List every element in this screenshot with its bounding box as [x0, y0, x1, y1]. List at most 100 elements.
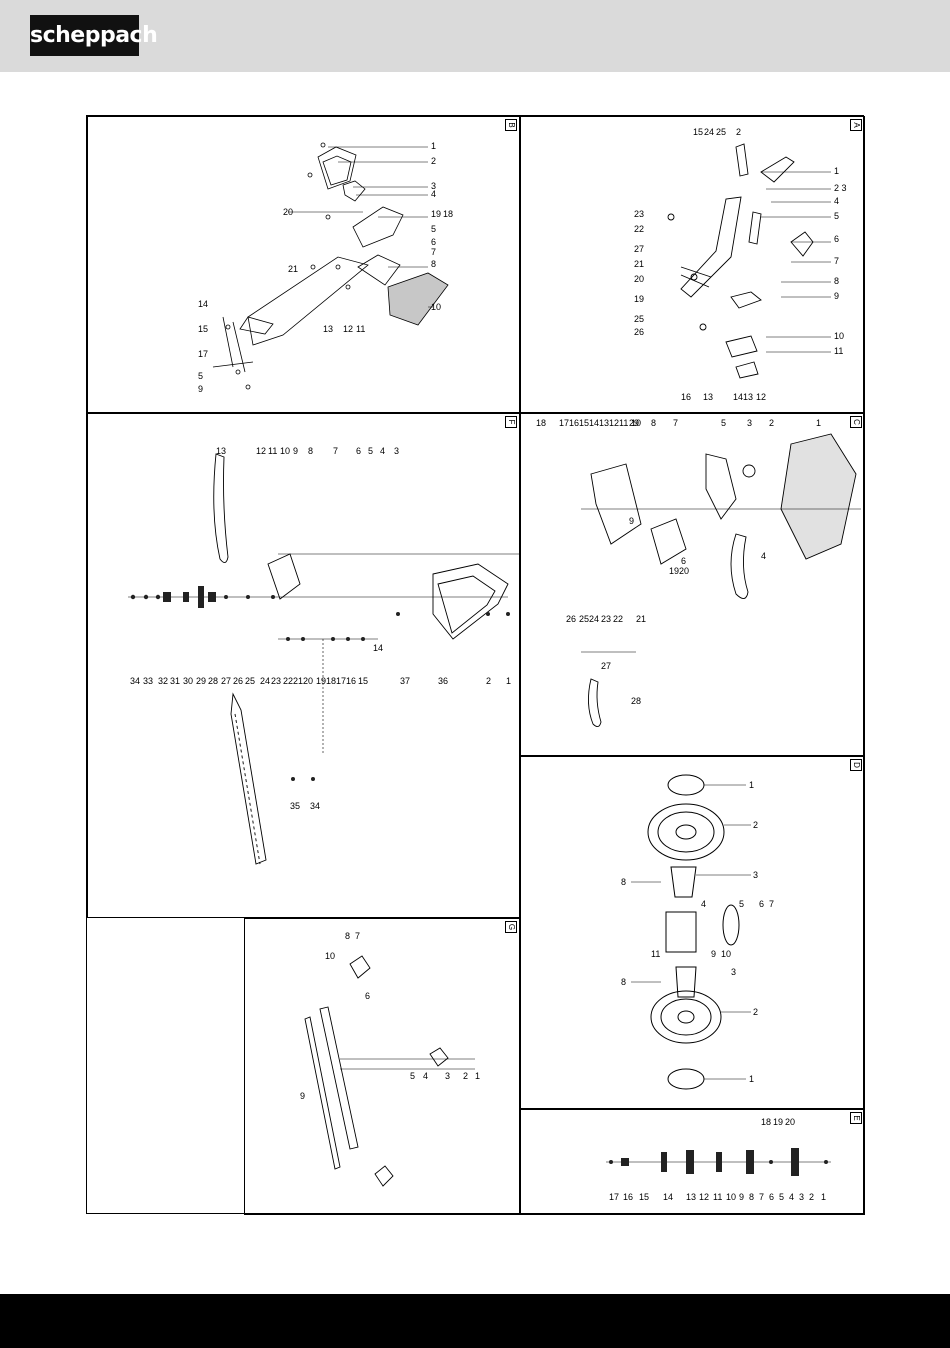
part-number: 3 — [431, 181, 436, 191]
panel-f-drawing: 1 2 3 4 5 6 7 8 9 10 11 12 13 14 15 16 1… — [128, 446, 521, 865]
part-number: 2 — [769, 418, 774, 428]
part-number: 10 — [325, 951, 335, 961]
panel-d-drawing: 1 2 3 4 5 6 7 8 9 10 11 3 8 2 1 — [621, 774, 774, 1090]
part-number: 24 — [260, 676, 270, 686]
part-number: 11 — [834, 346, 843, 356]
part-number: 15 — [198, 324, 208, 334]
part-number: 19 — [634, 294, 644, 304]
part-number: 23 — [601, 614, 611, 624]
part-number: 22 — [634, 224, 644, 234]
part-number: 8 — [308, 446, 313, 456]
part-number: 6 — [769, 1192, 774, 1202]
part-number: 26 — [634, 327, 644, 337]
part-number: 3 — [747, 418, 752, 428]
part-number: 4 — [431, 189, 436, 199]
part-number: 23 — [634, 209, 644, 219]
part-number: 16 — [681, 392, 691, 402]
panel-e: E 1 2 3 4 5 6 7 8 9 10 11 12 — [520, 1109, 865, 1215]
part-number: 12 — [256, 446, 266, 456]
part-number: 13 — [216, 446, 226, 456]
part-number: 17 — [609, 1192, 619, 1202]
part-number: 37 — [400, 676, 410, 686]
part-number: 4 — [761, 551, 766, 561]
part-number: 14 — [733, 392, 743, 402]
part-number: 8 — [621, 877, 626, 887]
part-number: 11 — [268, 446, 277, 456]
part-number: 9 — [198, 384, 203, 394]
part-number: 9 — [739, 1192, 744, 1202]
part-number: 15 — [639, 1192, 649, 1202]
panel-g-drawing: 1 2 3 4 5 6 7 8 9 10 — [300, 931, 480, 1187]
part-number: 3 — [445, 1071, 450, 1081]
part-number: 21 — [293, 676, 303, 686]
part-number: 15 — [693, 127, 703, 137]
part-number: 10 — [431, 302, 441, 312]
part-number: 15 — [579, 418, 589, 428]
part-number: 5 — [739, 899, 744, 909]
part-number: 14 — [663, 1192, 673, 1202]
panel-e-drawing: 1 2 3 4 5 6 7 8 9 10 11 12 13 14 15 16 1… — [606, 1117, 831, 1202]
part-number: 32 — [158, 676, 168, 686]
part-number: 27 — [221, 676, 231, 686]
part-number: 14 — [373, 643, 383, 653]
part-number: 7 — [333, 446, 338, 456]
panel-d: D 1 2 3 4 5 — [520, 756, 865, 1109]
part-number: 13 — [743, 392, 753, 402]
part-number: 18 — [536, 418, 546, 428]
part-number: 36 — [438, 676, 448, 686]
part-number: 14 — [589, 418, 599, 428]
part-number: 11 — [651, 949, 660, 959]
part-number: 8 — [345, 931, 350, 941]
part-number: 30 — [183, 676, 193, 686]
part-number: 33 — [143, 676, 153, 686]
part-number: 9 — [300, 1091, 305, 1101]
panel-b-drawing: 1 2 3 4 19 18 5 6 7 8 20 21 10 11 12 13 … — [198, 141, 453, 394]
part-number: 35 — [290, 801, 300, 811]
part-number: 18 — [761, 1117, 771, 1127]
part-number: 8 — [621, 977, 626, 987]
part-number: 7 — [759, 1192, 764, 1202]
panel-b: B 1 — [87, 116, 520, 413]
part-number: 17 — [559, 418, 569, 428]
part-number: 29 — [196, 676, 206, 686]
part-number: 5 — [779, 1192, 784, 1202]
part-number: 26 — [566, 614, 576, 624]
part-number: 3 — [753, 870, 758, 880]
exploded-view-sheet: B 1 — [86, 115, 865, 1215]
panel-c: C 1 2 3 4 5 6 7 — [520, 413, 865, 756]
part-number: 34 — [130, 676, 140, 686]
panel-f: F — [87, 413, 521, 918]
part-number: 25 — [716, 127, 726, 137]
part-number: 20 — [785, 1117, 795, 1127]
part-number: 6 — [356, 446, 361, 456]
part-number: 13 — [599, 418, 609, 428]
panel-a-drawing: 1 2 3 4 5 6 7 8 9 10 11 12 13 14 13 16 2… — [634, 127, 847, 402]
part-number: 25 — [634, 314, 644, 324]
part-number: 21 — [634, 259, 644, 269]
part-number: 1 — [506, 676, 511, 686]
part-number: 7 — [355, 931, 360, 941]
part-number: 12 — [343, 324, 353, 334]
part-number: 9 — [711, 949, 716, 959]
part-number: 17 — [336, 676, 346, 686]
part-number: 2 — [736, 127, 741, 137]
part-number: 8 — [651, 418, 656, 428]
part-number: 15 — [358, 676, 368, 686]
part-number: 10 — [726, 1192, 736, 1202]
part-number: 9 — [293, 446, 298, 456]
part-number: 16 — [569, 418, 579, 428]
part-number: 22 — [283, 676, 293, 686]
part-number: 21 — [288, 264, 298, 274]
part-number: 12 — [756, 392, 766, 402]
part-number: 6 — [759, 899, 764, 909]
part-number: 12 — [609, 418, 619, 428]
part-number: 10 — [834, 331, 844, 341]
part-number: 3 — [731, 967, 736, 977]
part-number: 18 — [443, 209, 453, 219]
part-number: 7 — [834, 256, 839, 266]
part-number: 19 — [773, 1117, 783, 1127]
part-number: 27 — [634, 244, 644, 254]
part-number: 3 — [799, 1192, 804, 1202]
part-number: 17 — [198, 349, 208, 359]
part-number: 2 — [463, 1071, 468, 1081]
